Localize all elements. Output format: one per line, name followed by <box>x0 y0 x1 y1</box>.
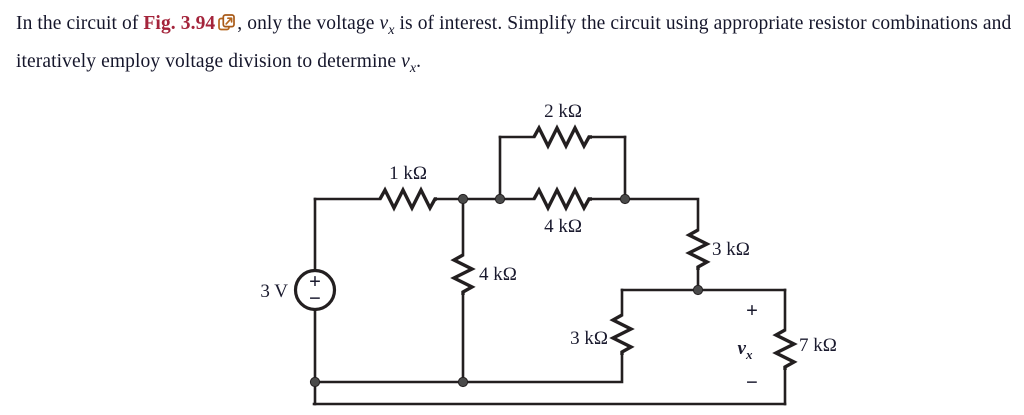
resistor-7k-label: 7 kΩ <box>799 335 837 356</box>
external-link-icon[interactable] <box>218 10 236 41</box>
wire-node-c-to-3k <box>623 197 700 232</box>
statement-text-1: In the circuit of <box>16 13 144 34</box>
node-dot-f <box>309 376 321 388</box>
variable-vx-base-2: v <box>401 50 410 72</box>
resistor-3k-shunt-symbol <box>609 313 635 355</box>
resistor-2k-symbol <box>532 124 592 150</box>
resistor-1k-label: 1 kΩ <box>389 163 427 184</box>
problem-statement: In the circuit of Fig. 3.94 , only the vo… <box>16 8 1016 84</box>
statement-text-4: . <box>416 50 422 72</box>
source-value-label: 3 V <box>260 281 288 302</box>
wire-3k-mid-bottom-lead <box>461 353 624 384</box>
source-minus-sign: − <box>309 286 321 310</box>
source-plus-sign: + <box>309 269 321 293</box>
resistor-3k-shunt-label: 3 kΩ <box>570 328 608 349</box>
variable-vx-sub-2: x <box>409 59 417 76</box>
resistor-4k-parallel-label: 4 kΩ <box>544 216 582 237</box>
voltage-source-symbol <box>293 268 337 312</box>
variable-vx-sub-1: x <box>388 21 395 38</box>
statement-text-3: is of interest. Simplify the circuit usi… <box>16 13 1012 72</box>
node-dot-d <box>692 284 704 296</box>
statement-text-2: , only the voltage <box>237 13 380 34</box>
node-dot-c <box>619 193 631 205</box>
circuit-diagram: + − 3 V 1 kΩ 2 kΩ 4 kΩ 4 kΩ 3 kΩ 3 kΩ 7 … <box>0 92 1024 415</box>
vx-minus-sign: − <box>746 370 758 394</box>
resistor-7k-symbol <box>772 328 798 370</box>
vx-plus-sign: + <box>746 298 758 322</box>
node-dot-a <box>457 193 469 205</box>
resistor-4k-parallel-symbol <box>532 186 592 212</box>
vx-label: vx <box>738 338 753 362</box>
node-dot-e <box>457 376 469 388</box>
resistor-1k-symbol <box>378 186 437 212</box>
resistor-3k-series-label: 3 kΩ <box>712 239 750 260</box>
vx-label-base: v <box>738 338 747 359</box>
node-dot-b <box>494 193 506 205</box>
figure-reference-link[interactable]: Fig. 3.94 <box>143 13 216 34</box>
variable-vx-inline-2: vx <box>401 50 416 76</box>
variable-vx-inline-1: vx <box>379 13 394 38</box>
resistor-4k-shunt-label: 4 kΩ <box>479 264 517 285</box>
circuit-svg: + − 3 V 1 kΩ 2 kΩ 4 kΩ 4 kΩ 3 kΩ 3 kΩ 7 … <box>260 101 837 406</box>
resistor-2k-label: 2 kΩ <box>544 101 582 122</box>
vx-label-sub: x <box>745 347 753 362</box>
resistor-3k-series-symbol <box>685 228 711 270</box>
variable-vx-base-1: v <box>379 13 389 34</box>
resistor-4k-shunt-symbol <box>450 253 476 295</box>
